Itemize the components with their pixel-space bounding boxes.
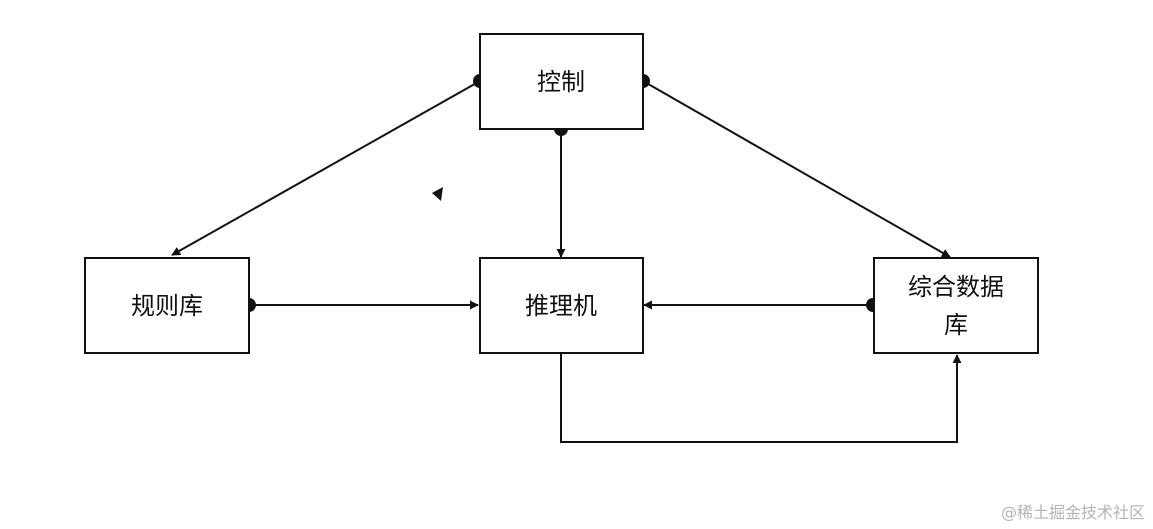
node-control-label: 控制 <box>537 68 585 96</box>
stray-arrow-mark <box>432 187 443 201</box>
edge-control-to-rule-base <box>171 80 481 256</box>
edge-control-to-database <box>642 80 951 258</box>
node-inference-engine: 推理机 <box>479 257 644 354</box>
node-database: 综合数据 库 <box>873 257 1039 354</box>
node-inference-engine-label: 推理机 <box>525 292 597 320</box>
node-database-box <box>873 257 1039 354</box>
node-inference-engine-box <box>479 257 644 354</box>
edge-inference-engine-to-database <box>560 353 962 443</box>
node-rule-base-label: 规则库 <box>131 292 203 320</box>
watermark-text: @稀土掘金技术社区 <box>1000 503 1145 522</box>
node-rule-base: 规则库 <box>84 257 250 354</box>
node-rule-base-box <box>84 257 250 354</box>
node-database-label-line1: 综合数据 <box>908 273 1004 301</box>
node-database-label-line2: 库 <box>944 311 968 339</box>
node-control-box <box>479 33 644 130</box>
node-control: 控制 <box>479 33 644 130</box>
